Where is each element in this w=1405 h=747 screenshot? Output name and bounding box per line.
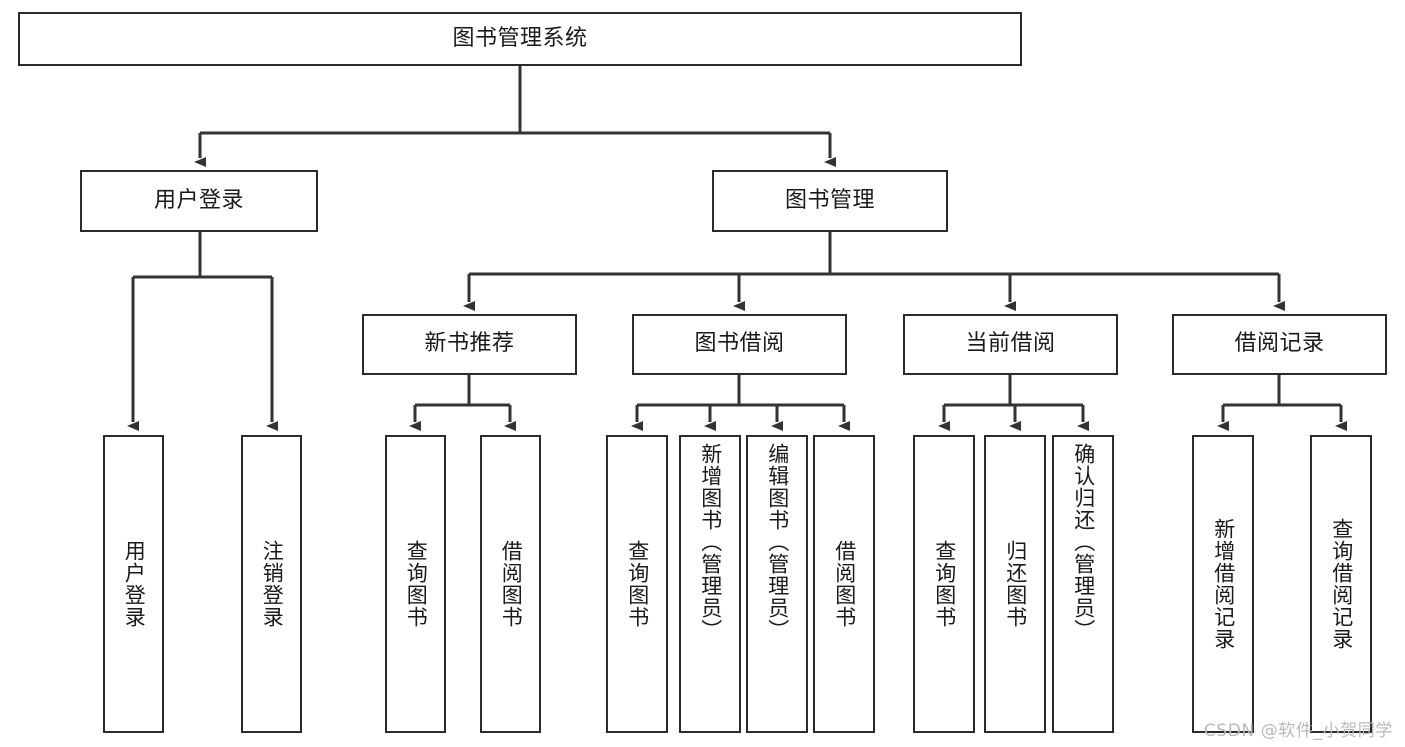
- node-borrow-query-book-label: 查询图书: [625, 540, 650, 628]
- node-current-borrow-label: 当前借阅: [965, 331, 1056, 357]
- node-user-logout[interactable]: 注销登录: [241, 435, 302, 733]
- node-current-confirm-return[interactable]: 确认归还（管理员）: [1052, 435, 1114, 733]
- node-current-query-book[interactable]: 查询图书: [913, 435, 975, 733]
- node-user-login-label: 用户登录: [153, 187, 244, 213]
- node-record-add[interactable]: 新增借阅记录: [1192, 435, 1254, 733]
- node-current-return-book[interactable]: 归还图书: [984, 435, 1046, 733]
- node-borrow-record[interactable]: 借阅记录: [1172, 314, 1387, 375]
- node-new-book-recommend-label: 新书推荐: [424, 331, 515, 357]
- node-record-query[interactable]: 查询借阅记录: [1310, 435, 1372, 733]
- node-user-login-do-label: 用户登录: [122, 540, 147, 628]
- node-borrow-borrow-book[interactable]: 借阅图书: [813, 435, 875, 733]
- node-borrow-edit-book[interactable]: 编辑图书（管理员）: [746, 435, 808, 733]
- node-root-label: 图书管理系统: [452, 25, 588, 51]
- node-borrow-add-book-label: 新增图书（管理员）: [698, 443, 723, 641]
- node-book-manage[interactable]: 图书管理: [712, 170, 948, 232]
- node-current-borrow[interactable]: 当前借阅: [903, 314, 1118, 375]
- node-book-borrow[interactable]: 图书借阅: [632, 314, 847, 375]
- node-user-login-do[interactable]: 用户登录: [103, 435, 164, 733]
- node-borrow-query-book[interactable]: 查询图书: [606, 435, 668, 733]
- node-borrow-borrow-book-label: 借阅图书: [832, 540, 857, 628]
- node-current-query-book-label: 查询图书: [932, 540, 957, 628]
- node-rec-borrow-book-label: 借阅图书: [499, 540, 524, 628]
- node-rec-borrow-book[interactable]: 借阅图书: [480, 435, 541, 733]
- node-root[interactable]: 图书管理系统: [18, 12, 1022, 66]
- node-current-return-book-label: 归还图书: [1003, 540, 1028, 628]
- node-borrow-record-label: 借阅记录: [1234, 331, 1325, 357]
- node-book-manage-label: 图书管理: [784, 187, 875, 213]
- node-record-add-label: 新增借阅记录: [1211, 518, 1236, 650]
- node-new-book-recommend[interactable]: 新书推荐: [362, 314, 577, 375]
- node-rec-query-book[interactable]: 查询图书: [385, 435, 446, 733]
- node-borrow-add-book[interactable]: 新增图书（管理员）: [679, 435, 741, 733]
- node-user-login[interactable]: 用户登录: [80, 170, 318, 232]
- node-book-borrow-label: 图书借阅: [694, 331, 785, 357]
- node-record-query-label: 查询借阅记录: [1329, 518, 1354, 650]
- node-rec-query-book-label: 查询图书: [404, 540, 429, 628]
- node-user-logout-label: 注销登录: [260, 540, 285, 628]
- node-borrow-edit-book-label: 编辑图书（管理员）: [765, 443, 790, 641]
- node-current-confirm-return-label: 确认归还（管理员）: [1071, 443, 1096, 641]
